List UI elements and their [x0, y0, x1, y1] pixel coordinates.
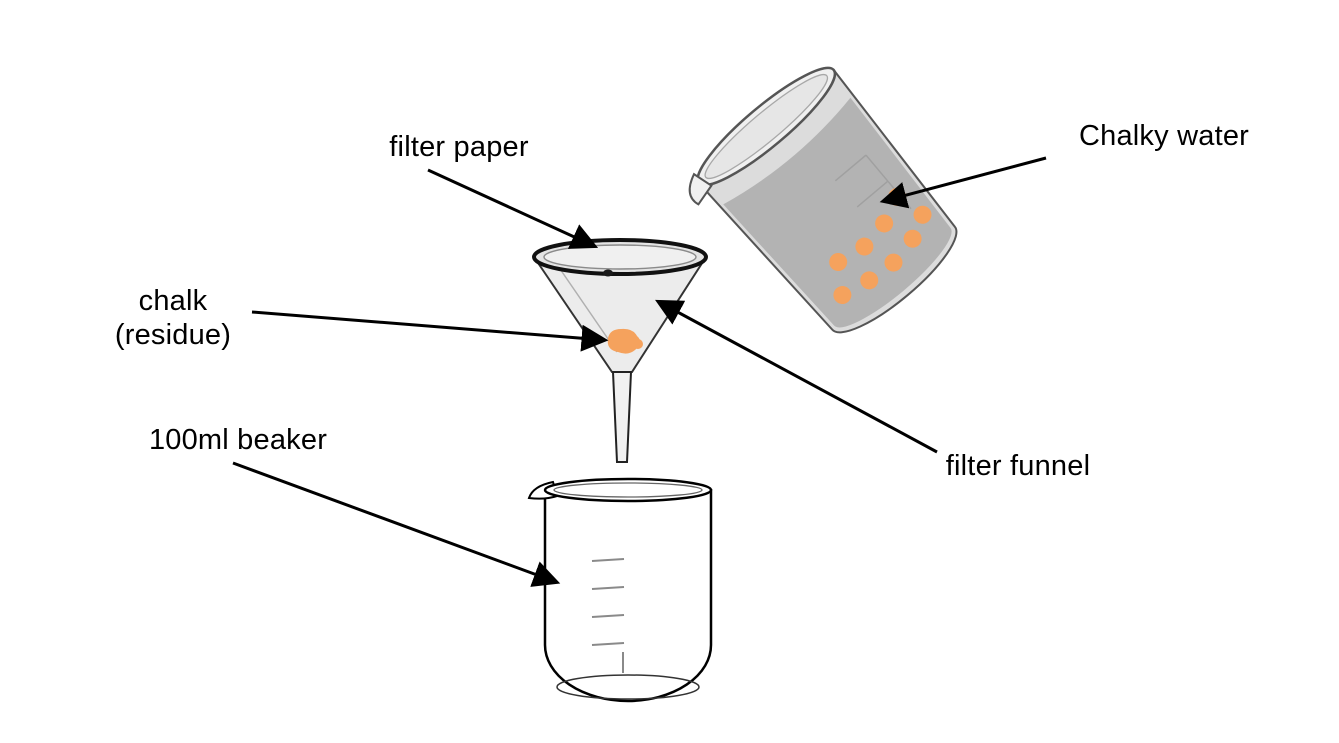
chalk-particles — [829, 187, 932, 305]
pouring-beaker — [688, 66, 958, 334]
graduation-tick — [591, 586, 625, 590]
pouring-beaker-mouth-inner — [704, 73, 829, 180]
beaker-body — [543, 489, 713, 703]
label-filter-paper: filter paper — [389, 130, 529, 163]
chalk-residue-speck — [633, 339, 643, 349]
graduation-tick — [834, 154, 867, 182]
chalk-particle — [884, 253, 903, 272]
chalk-particle — [913, 205, 932, 224]
arrow-100ml-beaker — [232, 461, 561, 587]
label-chalk-residue: chalk (residue) — [114, 284, 232, 351]
chalk-particle — [875, 214, 894, 233]
arrow-chalky-water — [879, 156, 1047, 209]
arrow-filter-paper — [427, 168, 599, 249]
chalk-particle — [860, 271, 879, 290]
graduation-tick — [591, 558, 625, 562]
label-filter-funnel: filter funnel — [945, 449, 1091, 482]
chalk-particle — [855, 237, 874, 256]
arrow-filter-funnel — [655, 299, 938, 454]
chalk-particle — [833, 286, 852, 305]
filter-paper-edge — [543, 244, 697, 270]
beaker-bottom-inner — [556, 674, 700, 700]
label-chalky-water: Chalky water — [1078, 119, 1250, 152]
annotation-arrows — [232, 156, 1047, 587]
graduation-tick — [591, 614, 625, 618]
chalk-residue-blob — [607, 328, 641, 354]
chalk-particle — [829, 253, 848, 272]
beaker-rim-inner — [553, 482, 703, 498]
collection-beaker — [527, 477, 713, 703]
filter-paper-mark — [603, 269, 613, 277]
label-100ml-beaker: 100ml beaker — [148, 423, 328, 456]
graduation-tick — [591, 642, 625, 646]
beaker-graduations — [591, 558, 625, 673]
funnel-stem — [611, 371, 633, 463]
pouring-beaker-spout — [688, 172, 713, 206]
arrow-chalk-residue — [251, 310, 609, 352]
filter-funnel-group — [532, 238, 708, 463]
chalk-particle — [903, 229, 922, 248]
beaker-rim — [543, 477, 713, 503]
